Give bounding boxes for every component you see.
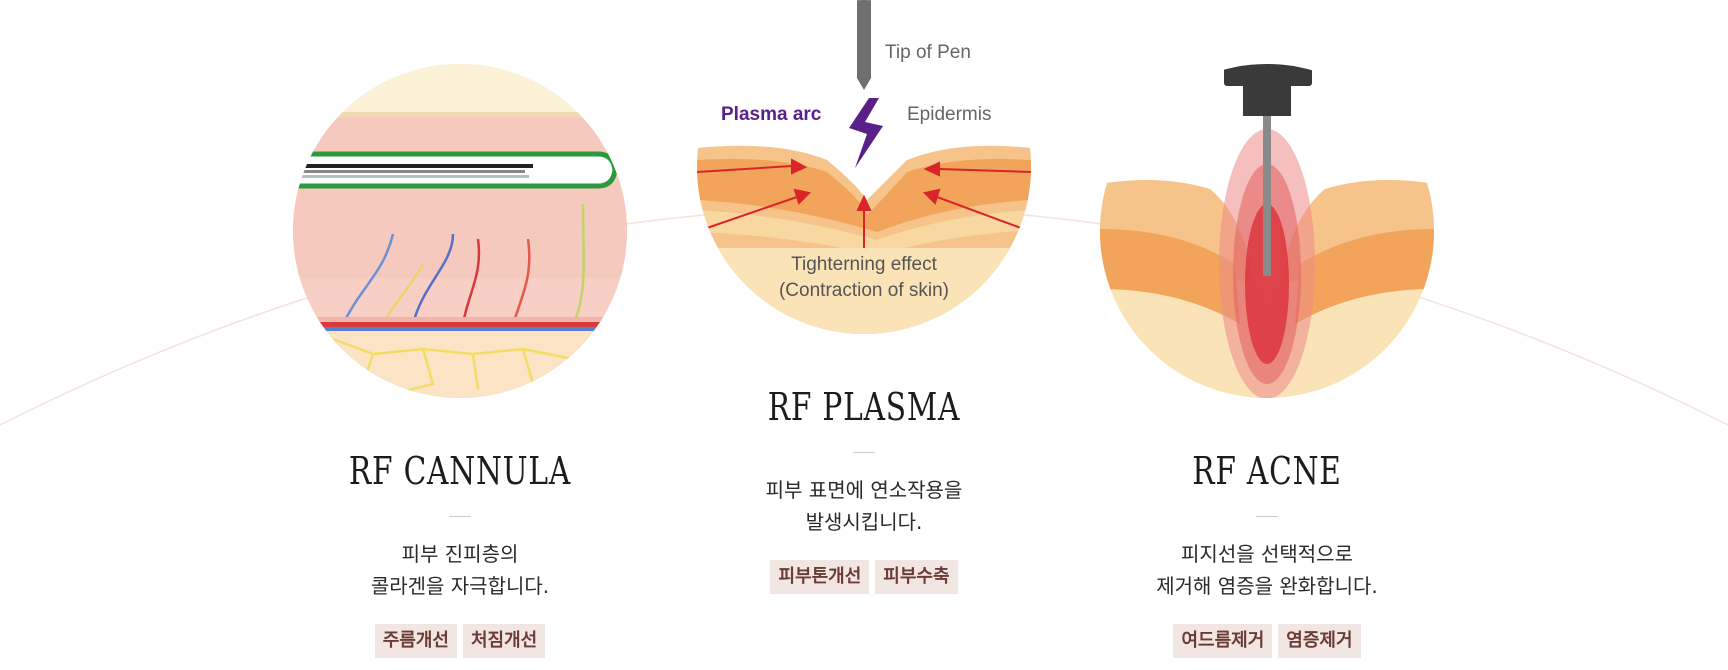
divider (1256, 516, 1278, 517)
divider (449, 516, 471, 517)
panel-description: 피지선을 선택적으로 제거해 염증을 완화합니다. (1067, 538, 1467, 602)
description-line: 제거해 염증을 완화합니다. (1156, 574, 1378, 598)
rf-plasma-panel: RF PLASMA 피부 표면에 연소작용을 발생시킵니다. 피부톤개선 피부수… (664, 384, 1064, 594)
divider (853, 452, 875, 453)
rf-acne-panel: RF ACNE 피지선을 선택적으로 제거해 염증을 완화합니다. 여드름제거 … (1067, 448, 1467, 658)
panel-title: RF PLASMA (767, 385, 961, 429)
tag-list: 주름개선 처짐개선 (260, 624, 660, 658)
tag: 여드름제거 (1173, 624, 1273, 658)
label-tip-of-pen: Tip of Pen (885, 42, 971, 63)
label-plasma-arc: Plasma arc (721, 104, 822, 125)
tag-list: 여드름제거 염증제거 (1067, 624, 1467, 658)
panel-description: 피부 표면에 연소작용을 발생시킵니다. (664, 474, 1064, 538)
tag-list: 피부톤개선 피부수축 (664, 560, 1064, 594)
description-line: 피지선을 선택적으로 (1181, 542, 1353, 566)
rf-plasma-illustration: Tip of Pen Plasma arc Epidermis Tightern… (697, 0, 1031, 334)
panel-description: 피부 진피층의 콜라겐을 자극합니다. (260, 538, 660, 602)
label-tightening-effect: Tighterning effect (791, 254, 937, 275)
tag: 처짐개선 (463, 624, 546, 658)
panel-title: RF ACNE (1192, 449, 1342, 493)
description-line: 콜라겐을 자극합니다. (370, 574, 550, 598)
label-contraction-of-skin: (Contraction of skin) (779, 280, 949, 301)
description-line: 발생시킵니다. (805, 510, 923, 534)
tag: 염증제거 (1278, 624, 1361, 658)
tag: 피부톤개선 (770, 560, 870, 594)
tag: 주름개선 (374, 624, 457, 658)
rf-cannula-illustration (293, 64, 627, 398)
rf-acne-illustration (1100, 64, 1434, 398)
panel-title: RF CANNULA (348, 449, 572, 493)
rf-cannula-panel: RF CANNULA 피부 진피층의 콜라겐을 자극합니다. 주름개선 처짐개선 (260, 448, 660, 658)
label-epidermis: Epidermis (907, 104, 991, 125)
description-line: 피부 진피층의 (401, 542, 519, 566)
description-line: 피부 표면에 연소작용을 (765, 478, 963, 502)
tag: 피부수축 (875, 560, 958, 594)
